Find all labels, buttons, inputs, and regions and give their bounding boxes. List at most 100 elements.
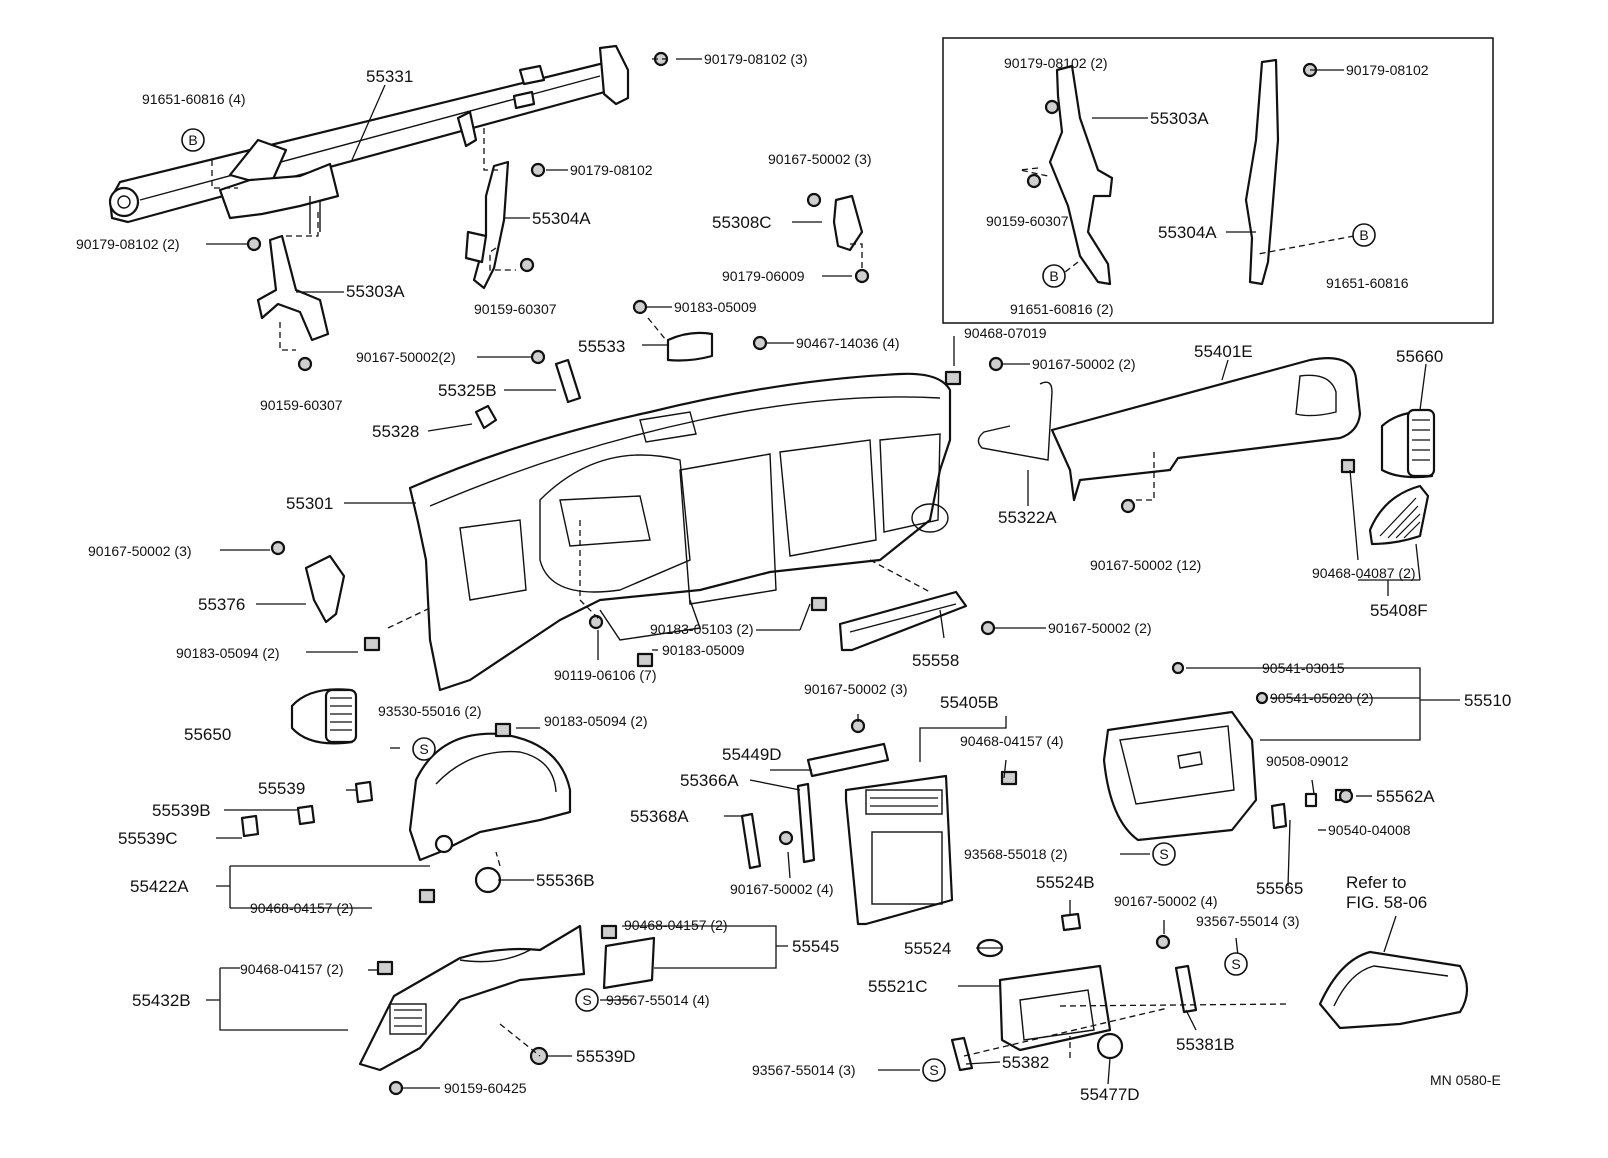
label-90167-50002-12: 90167-50002 (12) — [1090, 557, 1201, 573]
label-55539B: 55539B — [152, 801, 211, 820]
part-drawings — [108, 44, 1469, 1096]
label-55366A: 55366A — [680, 771, 739, 790]
label-93567-55014-3-right: 93567-55014 (3) — [1196, 913, 1300, 929]
label-90167-50002-2-mid: 90167-50002 (2) — [1032, 356, 1136, 372]
label-55303A-left: 55303A — [346, 282, 405, 301]
label-90468-04157-2-a: 90468-04157 (2) — [250, 900, 354, 916]
symbol-s-3: S — [1231, 956, 1240, 972]
label-90167-50002-2-right: 90167-50002 (2) — [1048, 620, 1152, 636]
label-55565: 55565 — [1256, 879, 1303, 898]
instrument-panel-shape — [408, 372, 952, 692]
label-55536B: 55536B — [536, 871, 595, 890]
label-55405B: 55405B — [940, 693, 999, 712]
label-90167-50002-3-top: 90167-50002 (3) — [768, 151, 872, 167]
symbol-s-4: S — [582, 992, 591, 1008]
label-55325B: 55325B — [438, 381, 497, 400]
label-55308C: 55308C — [712, 213, 772, 232]
label-55382: 55382 — [1002, 1053, 1049, 1072]
label-55660: 55660 — [1396, 347, 1443, 366]
label-55328: 55328 — [372, 422, 419, 441]
label-90179-06009: 90179-06009 — [722, 268, 805, 284]
label-90167-50002-4-right: 90167-50002 (4) — [1114, 893, 1218, 909]
label-55381B: 55381B — [1176, 1035, 1235, 1054]
label-90468-07019: 90468-07019 — [964, 325, 1047, 341]
label-55322A: 55322A — [998, 508, 1057, 527]
label-55303A-box: 55303A — [1150, 109, 1209, 128]
label-90183-05009-top: 90183-05009 — [674, 299, 757, 315]
dashed-connections — [211, 58, 1355, 1058]
label-55432B: 55432B — [132, 991, 191, 1010]
label-90167-50002-4-left: 90167-50002 (4) — [730, 881, 834, 897]
label-90541-03015: 90541-03015 — [1262, 660, 1345, 676]
symbol-s-5: S — [929, 1062, 938, 1078]
inset-box — [942, 37, 1494, 324]
diagram-code: MN 0580-E — [1430, 1072, 1501, 1088]
label-55331: 55331 — [366, 67, 413, 86]
label-91651-60816-4: 91651-60816 (4) — [142, 91, 246, 107]
label-90119-06106-7: 90119-06106 (7) — [554, 667, 656, 683]
label-55304A-box: 55304A — [1158, 223, 1217, 242]
label-55422A: 55422A — [130, 877, 189, 896]
label-90167-50002-3-center: 90167-50002 (3) — [804, 681, 908, 697]
label-90159-60307-box: 90159-60307 — [986, 213, 1069, 229]
label-55524: 55524 — [904, 939, 951, 958]
label-90540-04008: 90540-04008 — [1328, 822, 1411, 838]
label-55539C: 55539C — [118, 829, 178, 848]
label-55449D: 55449D — [722, 745, 782, 764]
label-90159-60307-left: 90159-60307 — [260, 397, 343, 413]
label-55401E: 55401E — [1194, 342, 1253, 361]
refer-to-line1: Refer to — [1346, 873, 1406, 892]
label-90179-08102-2-left: 90179-08102 (2) — [76, 236, 180, 252]
label-93530-55016-2: 93530-55016 (2) — [378, 703, 482, 719]
label-55545: 55545 — [792, 937, 839, 956]
leader-lines — [206, 58, 1460, 1089]
label-55539D: 55539D — [576, 1047, 636, 1066]
label-90467-14036-4: 90467-14036 (4) — [796, 335, 900, 351]
label-55521C: 55521C — [868, 977, 928, 996]
label-90167-50002-3-left: 90167-50002 (3) — [88, 543, 192, 559]
label-93568-55018-2: 93568-55018 (2) — [964, 846, 1068, 862]
symbol-markers: B B B S S S S S — [181, 128, 1376, 1082]
label-90179-08102-2-box: 90179-08102 (2) — [1004, 55, 1108, 71]
label-55510: 55510 — [1464, 691, 1511, 710]
label-90183-05094-2-center: 90183-05094 (2) — [544, 713, 648, 729]
part-labels: 55331 90179-08102 (3) 91651-60816 (4) 90… — [76, 51, 1511, 1104]
symbol-s-1: S — [419, 741, 428, 757]
label-55558: 55558 — [912, 651, 959, 670]
label-90183-05103-2: 90183-05103 (2) — [650, 621, 754, 637]
label-90179-08102-3: 90179-08102 (3) — [704, 51, 808, 67]
label-55368A: 55368A — [630, 807, 689, 826]
symbol-s-2: S — [1159, 846, 1168, 862]
symbol-b-3: B — [1359, 227, 1368, 243]
label-55376: 55376 — [198, 595, 245, 614]
symbol-b-1: B — [188, 132, 197, 148]
label-55562A: 55562A — [1376, 787, 1435, 806]
label-90179-08102-box: 90179-08102 — [1346, 62, 1429, 78]
label-90541-05020-2: 90541-05020 (2) — [1270, 690, 1374, 706]
label-55524B: 55524B — [1036, 873, 1095, 892]
label-90159-60307-mid: 90159-60307 — [474, 301, 557, 317]
label-55539: 55539 — [258, 779, 305, 798]
symbol-b-2: B — [1049, 268, 1058, 284]
label-91651-60816-box: 91651-60816 — [1326, 275, 1409, 291]
label-90167-50002-2-left: 90167-50002(2) — [356, 349, 456, 365]
label-90183-05094-2-left: 90183-05094 (2) — [176, 645, 280, 661]
label-55533: 55533 — [578, 337, 625, 356]
refer-to-line2: FIG. 58-06 — [1346, 893, 1427, 912]
label-90468-04157-4: 90468-04157 (4) — [960, 733, 1064, 749]
label-91651-60816-2-box: 91651-60816 (2) — [1010, 301, 1114, 317]
label-93567-55014-4: 93567-55014 (4) — [606, 992, 710, 1008]
label-55477D: 55477D — [1080, 1085, 1140, 1104]
label-55650: 55650 — [184, 725, 231, 744]
label-93567-55014-3-left: 93567-55014 (3) — [752, 1062, 856, 1078]
label-90468-04157-2-b: 90468-04157 (2) — [624, 917, 728, 933]
label-90468-04087-2: 90468-04087 (2) — [1312, 565, 1416, 581]
label-90183-05009-low: 90183-05009 — [662, 642, 745, 658]
label-55301: 55301 — [286, 494, 333, 513]
label-55408F: 55408F — [1370, 601, 1428, 620]
label-55304A-left: 55304A — [532, 209, 591, 228]
label-90179-08102-mid: 90179-08102 — [570, 162, 653, 178]
label-90468-04157-2-c: 90468-04157 (2) — [240, 961, 344, 977]
label-90508-09012: 90508-09012 — [1266, 753, 1349, 769]
